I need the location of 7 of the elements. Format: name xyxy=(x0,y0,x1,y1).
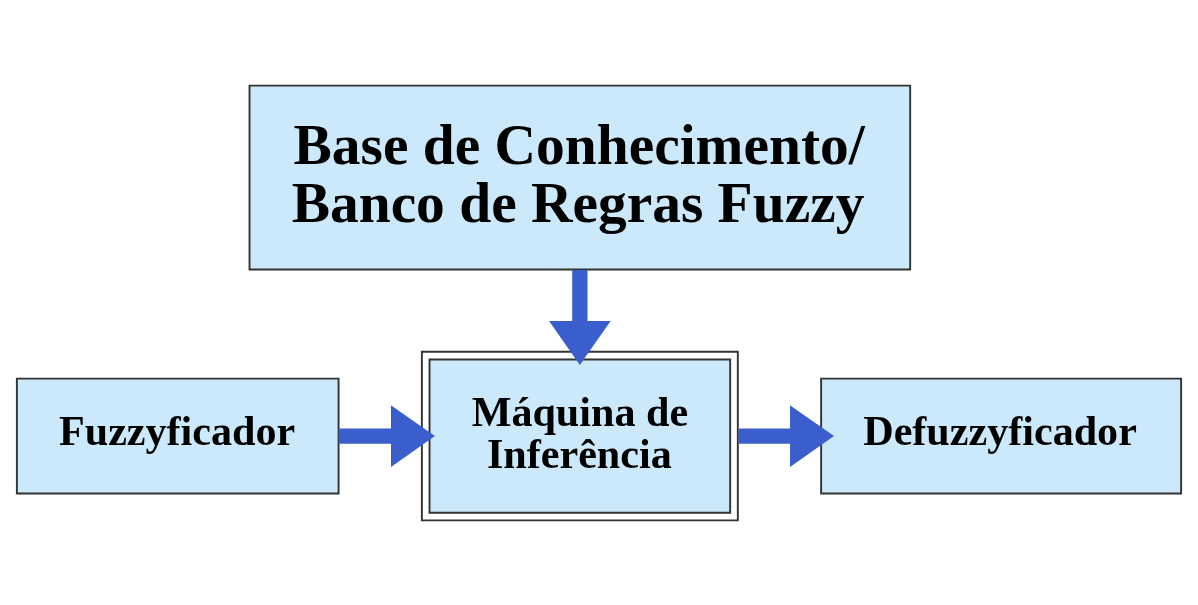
arrow xyxy=(738,404,835,467)
node-box: Defuzzyficador xyxy=(820,377,1183,494)
node-box: Fuzzyficador xyxy=(15,377,340,494)
node-box: Máquina de Inferência xyxy=(420,350,739,521)
arrow xyxy=(338,404,435,467)
arrow xyxy=(549,269,611,365)
node-box: Base de Conhecimento/ Banco de Regras Fuzzy xyxy=(248,84,912,270)
